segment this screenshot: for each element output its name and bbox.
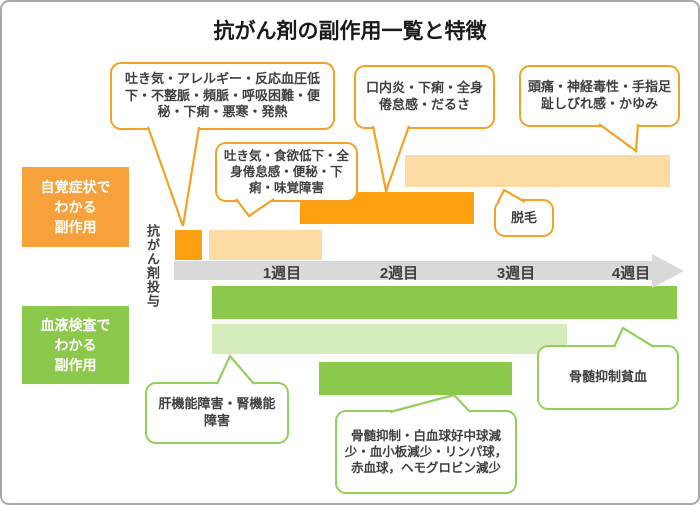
callout-nausea-allergy: 吐き気・アレルギー・反応血圧低下・不整脈・頻脈・呼吸困難・便秘・下痢・悪寒・発熱 <box>110 62 335 130</box>
bar-blood-marrow <box>319 362 512 395</box>
timeline-tick-week1: 1週目 <box>262 265 302 282</box>
bar-injection-spike <box>175 230 202 260</box>
timeline-tick-week2: 2週目 <box>379 265 419 282</box>
timeline-axis <box>174 261 654 280</box>
callout-neuro: 頭痛・神経毒性・手指足趾しびれ感・かゆみ <box>519 65 680 127</box>
axis-origin-label: 抗がん剤投与 <box>145 224 160 308</box>
callout-liver-kidney: 肝機能障害・腎機能障害 <box>145 382 289 444</box>
bar-late-subjective <box>405 155 670 187</box>
bar-acute-subjective <box>209 230 322 260</box>
callout-anemia: 骨髄抑制貧血 <box>537 345 679 410</box>
timeline-tick-week4: 4週目 <box>611 265 651 282</box>
callout-stomatitis: 口内炎・下痢・全身倦怠感・だるさ <box>354 65 495 129</box>
bar-blood-main <box>212 286 677 319</box>
callout-appetite: 吐き気・食欲低下・全身倦怠感・便秘・下痢・味覚障害 <box>215 142 358 202</box>
page-title: 抗がん剤の副作用一覧と特徴 <box>213 20 487 43</box>
callout-hair-loss: 脱毛 <box>494 199 554 237</box>
callout-myelosuppression: 骨髄抑制・白血球好中球減少・血小板減少・リンパ球，赤血球，ヘモグロビン減少 <box>335 410 517 494</box>
timeline-arrowhead <box>652 254 684 288</box>
timeline-tick-week3: 3週目 <box>496 265 536 282</box>
category-label-blood: 血液検査で わかる 副作用 <box>22 306 129 384</box>
bar-blood-liver <box>212 324 567 354</box>
category-label-subjective: 自覚症状で わかる 副作用 <box>22 167 129 247</box>
